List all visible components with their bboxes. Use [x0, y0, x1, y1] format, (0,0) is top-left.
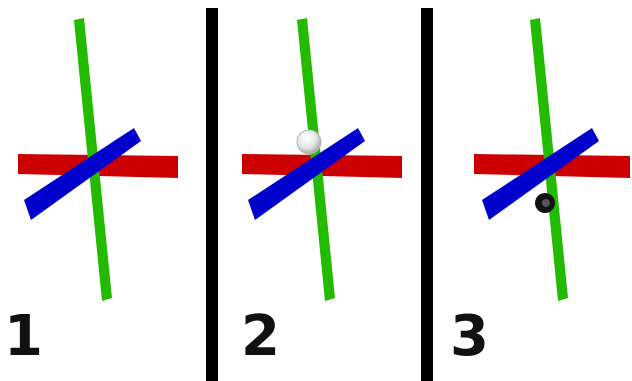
panel-divider	[206, 8, 218, 381]
z-axis-bar	[24, 128, 141, 220]
axes-triad	[474, 18, 630, 301]
panel-label-1: 1	[4, 304, 43, 369]
axes-triad	[18, 18, 178, 301]
black-ring-marker	[535, 193, 555, 213]
axes-triad	[242, 18, 402, 301]
z-axis-bar	[482, 128, 599, 220]
z-axis-bar	[248, 128, 365, 220]
panel-3: 3	[450, 18, 630, 369]
panel-label-3: 3	[450, 304, 489, 369]
white-sphere-marker	[296, 129, 322, 155]
panel-label-2: 2	[241, 304, 280, 369]
panel-1: 1	[4, 18, 178, 369]
panel-2: 2	[241, 18, 402, 369]
panel-divider	[421, 8, 433, 381]
